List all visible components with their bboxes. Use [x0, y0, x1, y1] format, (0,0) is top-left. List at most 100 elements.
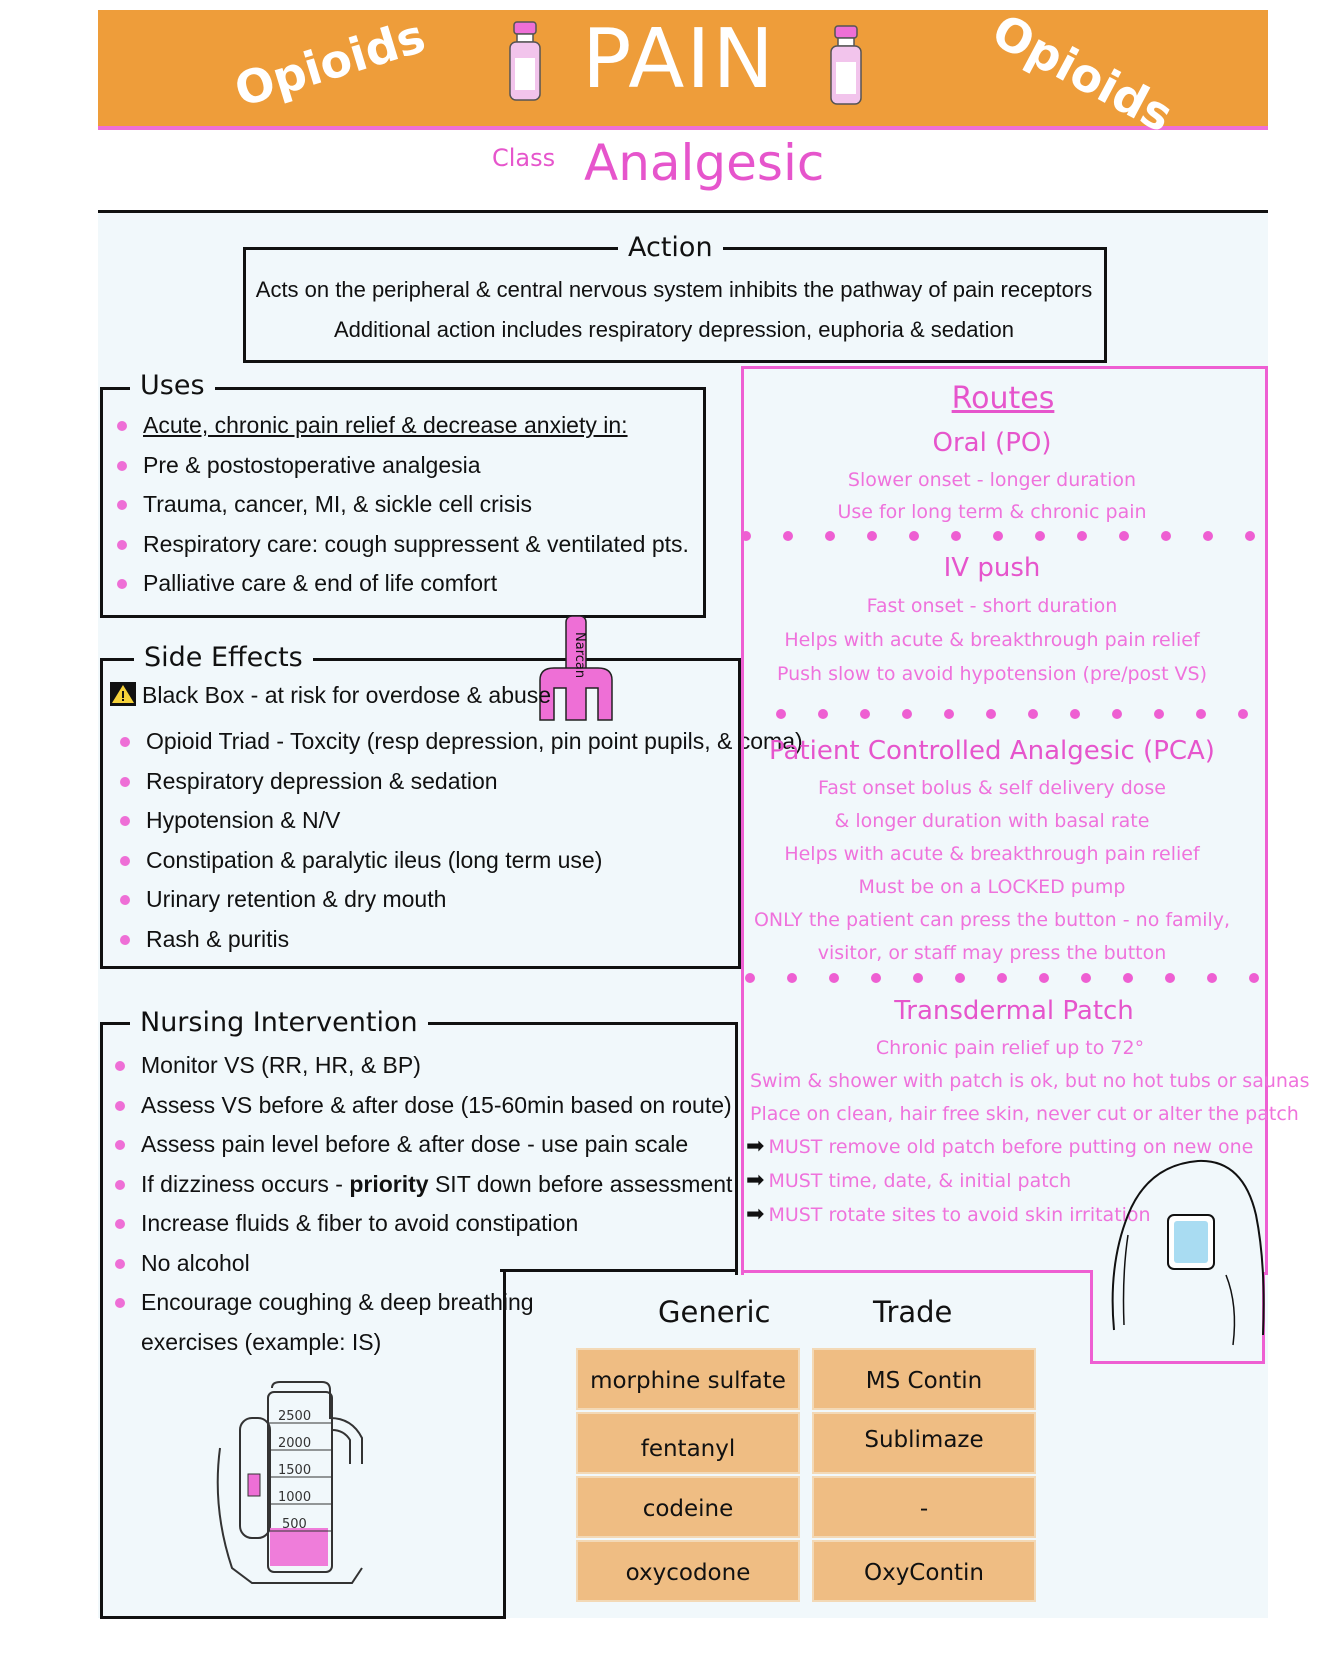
action-title: Action: [618, 232, 723, 263]
uses-title: Uses: [130, 370, 215, 401]
list-item: Respiratory depression & sedation: [118, 762, 803, 802]
route-line: Use for long term & chronic pain: [837, 501, 1147, 523]
must-item: ➡MUST time, date, & initial patch: [746, 1168, 1072, 1193]
class-value: Analgesic: [584, 134, 825, 192]
route-line: ONLY the patient can press the button - …: [753, 909, 1231, 931]
vial-icon: [509, 21, 541, 101]
narcan-label: Narcan: [572, 632, 587, 678]
spirometer-mark: 2000: [278, 1436, 311, 1451]
list-item: Increase fluids & fiber to avoid constip…: [113, 1204, 732, 1244]
route-line: Helps with acute & breakthrough pain rel…: [784, 843, 1200, 865]
nursing-list: Monitor VS (RR, HR, & BP) Assess VS befo…: [113, 1046, 732, 1362]
uses-list: Acute, chronic pain relief & decrease an…: [115, 406, 689, 604]
routes-title: Routes: [951, 381, 1055, 416]
header-banner: [98, 10, 1268, 130]
trade-cell: -: [812, 1476, 1036, 1538]
route-pca-title: Patient Controlled Analgesic (PCA): [769, 736, 1215, 766]
route-line: Chronic pain relief up to 72°: [875, 1037, 1145, 1059]
spirometer-mark: 2500: [278, 1409, 311, 1424]
dotted-divider: [776, 709, 1248, 719]
list-item: Acute, chronic pain relief & decrease an…: [115, 406, 689, 446]
generic-cell: morphine sulfate: [576, 1348, 800, 1410]
trade-cell: OxyContin: [812, 1540, 1036, 1602]
list-item: If dizziness occurs - priority SIT down …: [113, 1165, 732, 1205]
list-item: Monitor VS (RR, HR, & BP): [113, 1046, 732, 1086]
list-item: Assess pain level before & after dose - …: [113, 1125, 732, 1165]
arrow-right-icon: ➡: [746, 1134, 765, 1159]
route-line: Must be on a LOCKED pump: [858, 876, 1126, 898]
spirometer-mark: 1000: [278, 1490, 311, 1505]
arrow-right-icon: ➡: [746, 1168, 765, 1193]
list-item: Urinary retention & dry mouth: [118, 880, 803, 920]
trade-cell: MS Contin: [812, 1348, 1036, 1410]
routes-box-step-bottom: [741, 1270, 1093, 1273]
action-text: Acts on the peripheral & central nervous…: [246, 270, 1102, 350]
list-item: Trauma, cancer, MI, & sickle cell crisis: [115, 485, 689, 525]
dotted-divider: [742, 531, 1255, 541]
generic-header: Generic: [658, 1295, 771, 1329]
list-item: Opioid Triad - Toxcity (resp depression,…: [118, 722, 803, 762]
list-item: Constipation & paralytic ileus (long ter…: [118, 841, 803, 881]
route-oral-lines: Slower onset - longer duration Use for l…: [744, 464, 1240, 528]
route-line: Push slow to avoid hypotension (pre/post…: [776, 663, 1208, 685]
action-line: Additional action includes respiratory d…: [334, 317, 1014, 342]
list-item: Assess VS before & after dose (15-60min …: [113, 1086, 732, 1126]
route-iv-title: IV push: [943, 553, 1041, 583]
generic-cell: oxycodone: [576, 1540, 800, 1602]
arrow-right-icon: ➡: [746, 1202, 765, 1227]
list-item: Respiratory care: cough suppressent & ve…: [115, 525, 689, 565]
route-line: Fast onset - short duration: [866, 595, 1118, 617]
trade-cell: Sublimaze: [812, 1412, 1036, 1474]
patch-must-list: ➡MUST remove old patch before putting on…: [746, 1130, 1253, 1232]
route-patch-lines: Chronic pain relief up to 72° Swim & sho…: [750, 1032, 1310, 1131]
route-iv-lines: Fast onset - short duration Helps with a…: [744, 589, 1240, 691]
side-effects-box: [100, 658, 741, 969]
dotted-divider: [745, 973, 1259, 983]
spirometer-icon: 2500 2000 1500 1000 500: [216, 1381, 363, 1584]
action-line: Acts on the peripheral & central nervous…: [255, 277, 1093, 302]
page-title: PAIN: [582, 12, 776, 107]
black-box-row: Black Box - at risk for overdose & abuse: [110, 682, 551, 709]
routes-box: [741, 366, 1268, 1275]
nursing-title: Nursing Intervention: [130, 1007, 428, 1038]
route-line: Fast onset bolus & self delivery dose: [818, 777, 1166, 799]
must-item: ➡MUST rotate sites to avoid skin irritat…: [746, 1202, 1151, 1227]
divider: [98, 210, 1268, 213]
shoulder-patch-icon: [1111, 1159, 1265, 1346]
route-line: Slower onset - longer duration: [847, 469, 1137, 491]
list-item: Encourage coughing & deep breathing: [113, 1283, 732, 1323]
route-line: Place on clean, hair free skin, never cu…: [750, 1103, 1299, 1125]
route-pca-lines: Fast onset bolus & self delivery dose & …: [744, 772, 1240, 970]
trade-header: Trade: [873, 1295, 953, 1329]
side-effects-list: Opioid Triad - Toxcity (resp depression,…: [118, 722, 803, 959]
routes-box-step-side: [1090, 1270, 1093, 1364]
spirometer-mark: 500: [282, 1517, 307, 1532]
list-item: Palliative care & end of life comfort: [115, 564, 689, 604]
priority-word: priority: [349, 1170, 429, 1197]
list-item: Rash & puritis: [118, 920, 803, 960]
route-line: & longer duration with basal rate: [834, 810, 1150, 832]
route-oral-title: Oral (PO): [932, 428, 1052, 458]
vial-icon: [830, 25, 862, 105]
generic-cell: fentanyl: [576, 1412, 800, 1474]
spirometer-mark: 1500: [278, 1463, 311, 1478]
black-box-text: Black Box - at risk for overdose & abuse: [142, 682, 552, 708]
route-line: Swim & shower with patch is ok, but no h…: [750, 1070, 1310, 1092]
narcan-syringe-icon: Narcan: [539, 615, 613, 721]
side-effects-title: Side Effects: [134, 642, 313, 673]
must-item: ➡MUST remove old patch before putting on…: [746, 1134, 1254, 1159]
uses-box: [100, 387, 706, 618]
nursing-box-lower: [100, 1270, 506, 1619]
list-item: No alcohol: [113, 1244, 732, 1284]
route-line: Helps with acute & breakthrough pain rel…: [784, 629, 1200, 651]
nursing-box-step: [500, 1269, 735, 1272]
list-item: Hypotension & N/V: [118, 801, 803, 841]
warning-icon: [110, 682, 136, 706]
route-patch-title: Transdermal Patch: [894, 996, 1134, 1026]
routes-box-step-base: [1090, 1361, 1265, 1364]
list-item: Pre & postostoperative analgesia: [115, 446, 689, 486]
route-line: visitor, or staff may press the button: [817, 942, 1167, 964]
list-item: exercises (example: IS): [141, 1328, 382, 1355]
class-label: Class: [492, 144, 556, 172]
generic-cell: codeine: [576, 1476, 800, 1538]
